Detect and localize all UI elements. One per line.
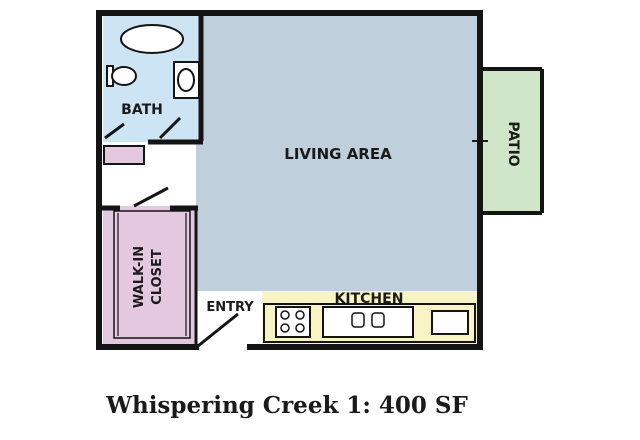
bath-door-leaf-icon (104, 122, 125, 140)
patio-walls (480, 67, 544, 215)
kitchen-sink-icon (322, 306, 414, 338)
stove-burner-icon (295, 310, 305, 320)
kitchen-label: KITCHEN (335, 291, 404, 307)
stove-burner-icon (295, 323, 305, 333)
kitchen-counter (263, 303, 476, 343)
walk-in-closet-label-line2: CLOSET (150, 249, 165, 305)
stove-icon (275, 306, 311, 338)
bathtub-icon (120, 24, 184, 54)
walk-in-closet-label-line1: WALK-IN (132, 246, 147, 308)
closet-door-icon (133, 186, 169, 208)
bath-door-icon (158, 116, 182, 140)
interior-walls (101, 13, 204, 211)
stove-burner-icon (280, 310, 290, 320)
living-area-fill (196, 16, 477, 291)
exterior-walls (96, 10, 483, 350)
bath-label: BATH (121, 102, 163, 118)
toilet-bowl-icon (111, 66, 137, 86)
vanity-strip (103, 145, 145, 165)
patio-label: PATIO (505, 121, 521, 166)
entry-door-icon (197, 312, 239, 348)
bathroom-sink-icon (177, 68, 195, 92)
entry-label: ENTRY (206, 300, 254, 315)
closet-shelving (113, 210, 191, 339)
kitchen-sink-basin-icon (371, 312, 385, 328)
floor-plan-caption: Whispering Creek 1: 400 SF (106, 392, 468, 419)
floor-plan: LIVING AREA BATH PATIO WALK-IN CLOSET EN… (96, 10, 544, 350)
living-area-label: LIVING AREA (284, 145, 392, 163)
refrigerator-icon (431, 310, 469, 335)
entry-floor (196, 291, 262, 344)
kitchen-sink-basin-icon (351, 312, 365, 328)
stove-burner-icon (280, 323, 290, 333)
